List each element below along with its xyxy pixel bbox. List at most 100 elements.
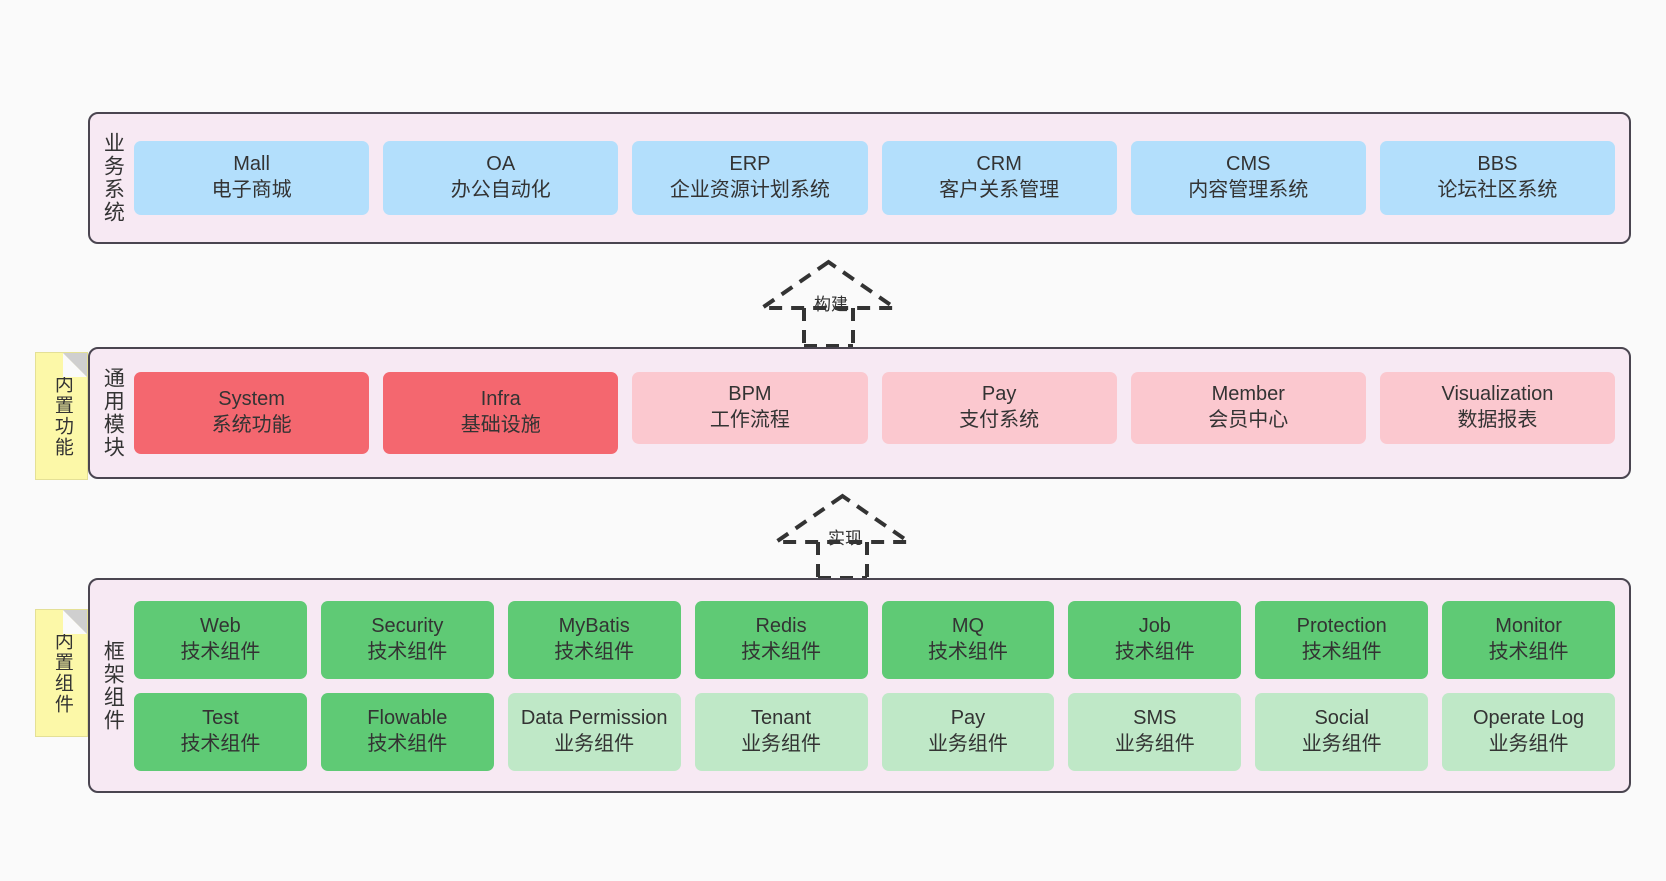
card-crm[interactable]: CRM 客户关系管理 xyxy=(881,141,1117,215)
card-title: Test xyxy=(202,706,239,729)
card-protection[interactable]: Protection 技术组件 xyxy=(1255,600,1429,679)
card-subtitle: 技术组件 xyxy=(367,732,448,755)
card-flowable[interactable]: Flowable 技术组件 xyxy=(320,692,494,771)
card-title: Job xyxy=(1138,614,1171,637)
card-data-permission[interactable]: Data Permission 业务组件 xyxy=(507,692,681,771)
card-title: Redis xyxy=(755,614,807,637)
card-subtitle: 内容管理系统 xyxy=(1188,179,1309,201)
card-title: ERP xyxy=(729,153,771,176)
sticky-note-builtin-components: 内置组件 xyxy=(35,609,88,737)
card-title: Member xyxy=(1211,383,1285,406)
card-title: OA xyxy=(486,153,516,176)
card-subtitle: 业务组件 xyxy=(1301,732,1382,755)
layer-body-business: Mall 电子商城 OA 办公自动化 ERP 企业资源计划系统 CRM 客户关系… xyxy=(134,114,1629,242)
card-title: Tenant xyxy=(751,706,812,729)
card-title: Monitor xyxy=(1495,614,1562,637)
card-row: Web 技术组件 Security 技术组件 MyBatis 技术组件 Redi… xyxy=(134,600,1615,679)
card-subtitle: 企业资源计划系统 xyxy=(669,179,830,201)
layer-body-framework: Web 技术组件 Security 技术组件 MyBatis 技术组件 Redi… xyxy=(134,580,1629,791)
layer-title-framework: 框架组件 xyxy=(101,639,125,732)
card-title: System xyxy=(218,388,285,411)
card-subtitle: 技术组件 xyxy=(741,640,822,663)
card-sms[interactable]: SMS 业务组件 xyxy=(1068,692,1242,771)
layer-title-common: 通用模块 xyxy=(101,367,125,459)
card-title: Protection xyxy=(1296,614,1387,637)
card-subtitle: 技术组件 xyxy=(927,640,1008,663)
card-infra[interactable]: Infra 基础设施 xyxy=(383,372,619,454)
layer-business-systems: 业务系统 Mall 电子商城 OA 办公自动化 ERP 企业资源计划系统 CRM… xyxy=(88,112,1631,244)
card-subtitle: 技术组件 xyxy=(554,640,635,663)
card-title: Infra xyxy=(480,388,521,411)
card-oa[interactable]: OA 办公自动化 xyxy=(383,141,619,215)
card-bpm[interactable]: BPM 工作流程 xyxy=(632,372,868,444)
card-erp[interactable]: ERP 企业资源计划系统 xyxy=(632,141,868,215)
card-title: Web xyxy=(200,614,241,637)
layer-framework-components: 框架组件 Web 技术组件 Security 技术组件 MyBatis 技术组件… xyxy=(88,578,1631,793)
card-title: Pay xyxy=(950,706,986,729)
card-subtitle: 业务组件 xyxy=(927,732,1008,755)
card-title: MyBatis xyxy=(558,614,630,637)
card-mybatis[interactable]: MyBatis 技术组件 xyxy=(507,600,681,679)
card-subtitle: 业务组件 xyxy=(554,732,635,755)
card-row: Mall 电子商城 OA 办公自动化 ERP 企业资源计划系统 CRM 客户关系… xyxy=(134,141,1616,215)
card-subtitle: 技术组件 xyxy=(367,640,448,663)
card-subtitle: 技术组件 xyxy=(180,732,261,755)
card-security[interactable]: Security 技术组件 xyxy=(320,600,494,679)
card-bbs[interactable]: BBS 论坛社区系统 xyxy=(1379,141,1616,215)
card-visualization[interactable]: Visualization 数据报表 xyxy=(1379,372,1616,444)
card-subtitle: 办公自动化 xyxy=(450,179,551,201)
card-subtitle: 支付系统 xyxy=(959,409,1040,431)
card-pay[interactable]: Pay 支付系统 xyxy=(881,372,1117,444)
layer-body-common: System 系统功能 Infra 基础设施 BPM 工作流程 Pay 支付系统… xyxy=(134,349,1629,477)
card-title: Operate Log xyxy=(1472,706,1585,729)
card-tenant[interactable]: Tenant 业务组件 xyxy=(694,692,868,771)
card-subtitle: 业务组件 xyxy=(741,732,822,755)
card-monitor[interactable]: Monitor 技术组件 xyxy=(1442,600,1615,679)
card-system[interactable]: System 系统功能 xyxy=(134,372,370,454)
card-subtitle: 数据报表 xyxy=(1457,409,1538,431)
connector-implement-label: 实现 xyxy=(828,529,862,548)
connector-build: 构建 xyxy=(755,258,902,348)
card-subtitle: 客户关系管理 xyxy=(939,179,1060,201)
card-member[interactable]: Member 会员中心 xyxy=(1130,372,1366,444)
card-web[interactable]: Web 技术组件 xyxy=(134,600,307,679)
card-subtitle: 技术组件 xyxy=(1114,640,1195,663)
card-title: CRM xyxy=(976,153,1022,176)
card-mq[interactable]: MQ 技术组件 xyxy=(881,600,1055,679)
card-subtitle: 电子商城 xyxy=(211,179,292,201)
card-title: Social xyxy=(1314,706,1369,729)
card-title: BBS xyxy=(1477,153,1518,176)
connector-build-label: 构建 xyxy=(814,295,848,314)
sticky-note-builtin-features: 内置功能 xyxy=(35,352,88,480)
card-title: Visualization xyxy=(1441,383,1554,406)
card-title: Flowable xyxy=(367,706,448,729)
connector-build-shape xyxy=(755,259,902,348)
card-social[interactable]: Social 业务组件 xyxy=(1255,692,1429,771)
connector-implement: 实现 xyxy=(769,492,916,580)
card-subtitle: 业务组件 xyxy=(1488,732,1569,755)
card-pay-business[interactable]: Pay 业务组件 xyxy=(881,692,1055,771)
card-subtitle: 业务组件 xyxy=(1114,732,1195,755)
card-job[interactable]: Job 技术组件 xyxy=(1068,600,1242,679)
card-subtitle: 工作流程 xyxy=(709,409,790,431)
card-title: Data Permission xyxy=(520,706,668,729)
card-operate-log[interactable]: Operate Log 业务组件 xyxy=(1442,692,1615,771)
card-subtitle: 技术组件 xyxy=(1488,640,1569,663)
layer-title-business: 业务系统 xyxy=(101,132,125,224)
card-cms[interactable]: CMS 内容管理系统 xyxy=(1130,141,1366,215)
card-title: Pay xyxy=(981,383,1017,406)
card-title: MQ xyxy=(951,614,985,637)
card-subtitle: 会员中心 xyxy=(1208,409,1289,431)
card-row: Test 技术组件 Flowable 技术组件 Data Permission … xyxy=(134,692,1615,771)
card-title: Security xyxy=(371,614,444,637)
card-title: Mall xyxy=(233,153,270,176)
card-mall[interactable]: Mall 电子商城 xyxy=(134,141,370,215)
card-subtitle: 论坛社区系统 xyxy=(1437,179,1558,201)
card-row: System 系统功能 Infra 基础设施 BPM 工作流程 Pay 支付系统… xyxy=(134,372,1616,454)
card-subtitle: 技术组件 xyxy=(1301,640,1382,663)
card-test[interactable]: Test 技术组件 xyxy=(134,692,307,771)
layer-common-modules: 通用模块 System 系统功能 Infra 基础设施 BPM 工作流程 Pay… xyxy=(88,347,1631,479)
card-redis[interactable]: Redis 技术组件 xyxy=(694,600,868,679)
sticky-note-label: 内置组件 xyxy=(51,631,73,715)
